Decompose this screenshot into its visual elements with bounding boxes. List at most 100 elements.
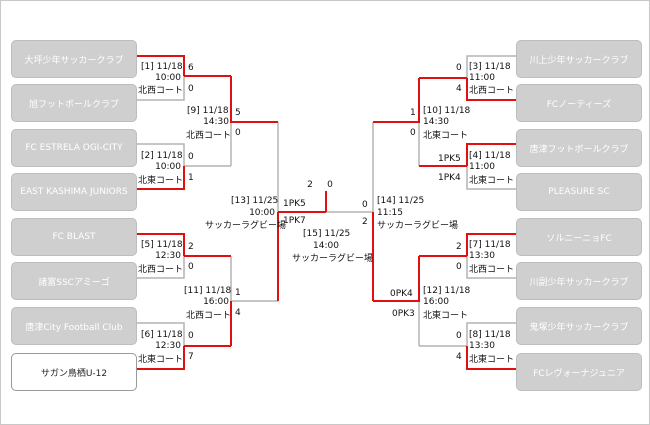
bracket-line <box>466 322 516 346</box>
match-14-number: [14] 11/25 <box>377 196 425 206</box>
team-left-4: EAST KASHIMA JUNIORS <box>11 173 137 211</box>
match-1-venue: 北西コート <box>138 86 184 96</box>
bracket-line <box>137 76 185 101</box>
bracket-line <box>137 143 185 166</box>
match-9-number: [9] 11/18 <box>187 106 229 116</box>
team-left-5: FC BLAST <box>11 218 137 256</box>
match-4-score-bottom: 1PK4 <box>438 173 461 183</box>
match-12-time: 16:00 <box>423 297 449 307</box>
match-2-time: 10:00 <box>155 162 181 172</box>
bracket-line <box>137 322 185 346</box>
bracket-line <box>137 256 185 279</box>
match-7-time: 13:30 <box>469 251 495 261</box>
match-8-number: [8] 11/18 <box>469 330 511 340</box>
match-2-number: [2] 11/18 <box>141 151 183 161</box>
match-5-venue: 北西コート <box>138 265 184 275</box>
match-7-venue: 北西コート <box>469 265 515 275</box>
team-right-6: 川副少年サッカークラブ <box>516 262 642 300</box>
match-7-number: [7] 11/18 <box>469 240 511 250</box>
bracket-line <box>466 256 516 279</box>
final-score-right: 0 <box>327 180 333 190</box>
team-right-3: 唐津フットボールクラブ <box>516 129 642 167</box>
match-14-venue: サッカーラグビー場 <box>377 221 459 231</box>
team-right-1: 川上少年サッカークラブ <box>516 40 642 78</box>
team-left-3: FC ESTRELA OGI-CITY <box>11 129 137 167</box>
match-6-venue: 北東コート <box>138 355 184 365</box>
match-6-number: [6] 11/18 <box>141 330 183 340</box>
match-11-venue: 北西コート <box>186 311 232 321</box>
team-left-6: 諸富SSCアミーゴ <box>11 262 137 300</box>
winner-path-line <box>137 55 185 76</box>
final-match-venue: サッカーラグビー場 <box>292 254 374 264</box>
match-9-score-top: 5 <box>235 108 241 118</box>
team-right-4: PLEASURE SC <box>516 173 642 211</box>
match-11-number: [11] 11/18 <box>184 286 232 296</box>
match-1-score-bottom: 0 <box>188 84 194 94</box>
match-2-venue: 北東コート <box>138 176 184 186</box>
bracket-line <box>466 55 516 78</box>
match-4-score-top: 1PK5 <box>438 154 461 164</box>
team-left-8: サガン鳥栖U-12 <box>11 353 137 391</box>
match-12-venue: 北東コート <box>423 311 469 321</box>
team-left-2: 旭フットボールクラブ <box>11 84 137 122</box>
match-6-time: 12:30 <box>155 341 181 351</box>
team-left-7: 唐津City Football Club <box>11 307 137 345</box>
match-14-time: 11:15 <box>377 208 403 218</box>
match-3-score-top: 0 <box>456 63 462 73</box>
winner-path-line <box>137 233 185 256</box>
match-8-score-top: 0 <box>456 331 462 341</box>
match-12-number: [12] 11/18 <box>423 286 471 296</box>
match-10-score-top: 1 <box>410 108 416 118</box>
match-12-score-top: 0PK4 <box>390 289 413 299</box>
match-6-score-top: 0 <box>188 331 194 341</box>
match-1-time: 10:00 <box>155 73 181 83</box>
match-14-score-top: 0 <box>362 200 368 210</box>
team-right-2: FCノーティーズ <box>516 84 642 122</box>
match-1-score-top: 6 <box>188 63 194 73</box>
winner-path-line <box>466 233 516 256</box>
match-14-score-bottom: 2 <box>362 217 368 227</box>
winner-path-line <box>230 76 278 123</box>
match-5-time: 12:30 <box>155 251 181 261</box>
team-left-1: 大坪少年サッカークラブ <box>11 40 137 78</box>
match-9-score-bottom: 0 <box>235 128 241 138</box>
match-6-score-bottom: 7 <box>188 352 194 362</box>
winner-path-line <box>466 78 516 101</box>
match-13-time: 10:00 <box>249 208 275 218</box>
match-13-number: [13] 11/25 <box>231 196 279 206</box>
match-5-number: [5] 11/18 <box>141 240 183 250</box>
match-3-time: 11:00 <box>469 73 495 83</box>
match-2-score-top: 0 <box>188 152 194 162</box>
match-7-score-top: 2 <box>456 242 462 252</box>
match-5-score-top: 2 <box>188 242 194 252</box>
match-10-score-bottom: 0 <box>410 128 416 138</box>
match-7-score-bottom: 0 <box>456 262 462 272</box>
match-13-score-top: 1PK5 <box>283 199 306 209</box>
match-13-score-bottom: 1PK7 <box>283 216 306 226</box>
match-1-number: [1] 11/18 <box>141 62 183 72</box>
match-11-score-bottom: 4 <box>235 308 241 318</box>
final-match-time: 14:00 <box>313 241 339 251</box>
match-3-score-bottom: 4 <box>456 84 462 94</box>
match-10-venue: 北東コート <box>423 131 469 141</box>
match-10-time: 14:30 <box>423 117 449 127</box>
team-right-8: FCレヴォーナジュニア <box>516 353 642 391</box>
match-8-venue: 北東コート <box>469 355 515 365</box>
bracket-line <box>466 166 516 190</box>
final-score-left: 2 <box>307 180 313 190</box>
winner-path-line <box>373 78 420 123</box>
match-4-venue: 北東コート <box>469 176 515 186</box>
final-match-number: [15] 11/25 <box>303 229 351 239</box>
winner-path-line <box>137 346 185 370</box>
match-11-score-top: 1 <box>235 288 241 298</box>
match-12-score-bottom: 0PK3 <box>392 309 415 319</box>
winner-path-line <box>466 346 516 370</box>
match-5-score-bottom: 0 <box>188 262 194 272</box>
team-right-7: 鬼塚少年サッカークラブ <box>516 307 642 345</box>
match-13-venue: サッカーラグビー場 <box>205 221 287 231</box>
match-4-time: 11:00 <box>469 162 495 172</box>
team-right-5: ソルニーニョFC <box>516 218 642 256</box>
match-9-time: 14:30 <box>203 117 229 127</box>
